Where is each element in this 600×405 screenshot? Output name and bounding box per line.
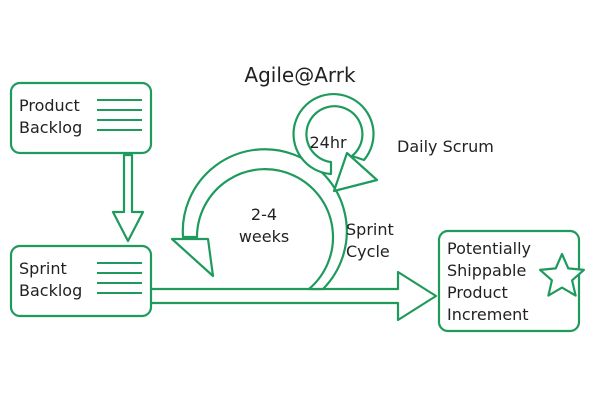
increment-label-line1: Potentially [447, 239, 531, 258]
diagram-title: Agile@Arrk [244, 63, 356, 87]
list-icon [97, 99, 142, 131]
daily-scrum-arrowhead [332, 151, 379, 193]
daily-scrum-arrow [292, 93, 375, 176]
product-backlog-label-line2: Backlog [19, 118, 82, 137]
increment-label-line2: Shippable [447, 261, 526, 280]
daily-scrum-label: Daily Scrum [397, 137, 494, 156]
sprint-cycle-label-line2: Cycle [346, 242, 390, 261]
delivery-arrow [148, 270, 438, 322]
list-icon [97, 262, 142, 294]
backlog-down-arrow [111, 153, 145, 243]
sprint-cycle-label-line1: Sprint [346, 220, 394, 239]
sprint-backlog-label-line2: Backlog [19, 281, 82, 300]
daily-scrum-duration: 24hr [309, 133, 347, 152]
sprint-cycle-arrow [181, 148, 348, 291]
sprint-backlog-label-line1: Sprint [19, 259, 67, 278]
sprint-cycle-loop: 2-4 weeks Sprint Cycle [170, 148, 394, 291]
sprint-duration-line1: 2-4 [251, 205, 277, 224]
product-backlog-box: Product Backlog [9, 81, 153, 155]
product-increment-box: Potentially Shippable Product Increment [437, 229, 586, 333]
increment-label-line4: Increment [447, 305, 529, 324]
increment-label-line3: Product [447, 283, 508, 302]
sprint-duration-line2: weeks [239, 227, 289, 246]
star-icon [538, 252, 586, 297]
daily-scrum-loop: 24hr Daily Scrum [292, 93, 494, 193]
sprint-cycle-arrowhead [170, 237, 215, 278]
product-backlog-label-line1: Product [19, 96, 80, 115]
sprint-backlog-box: Sprint Backlog [9, 244, 153, 318]
